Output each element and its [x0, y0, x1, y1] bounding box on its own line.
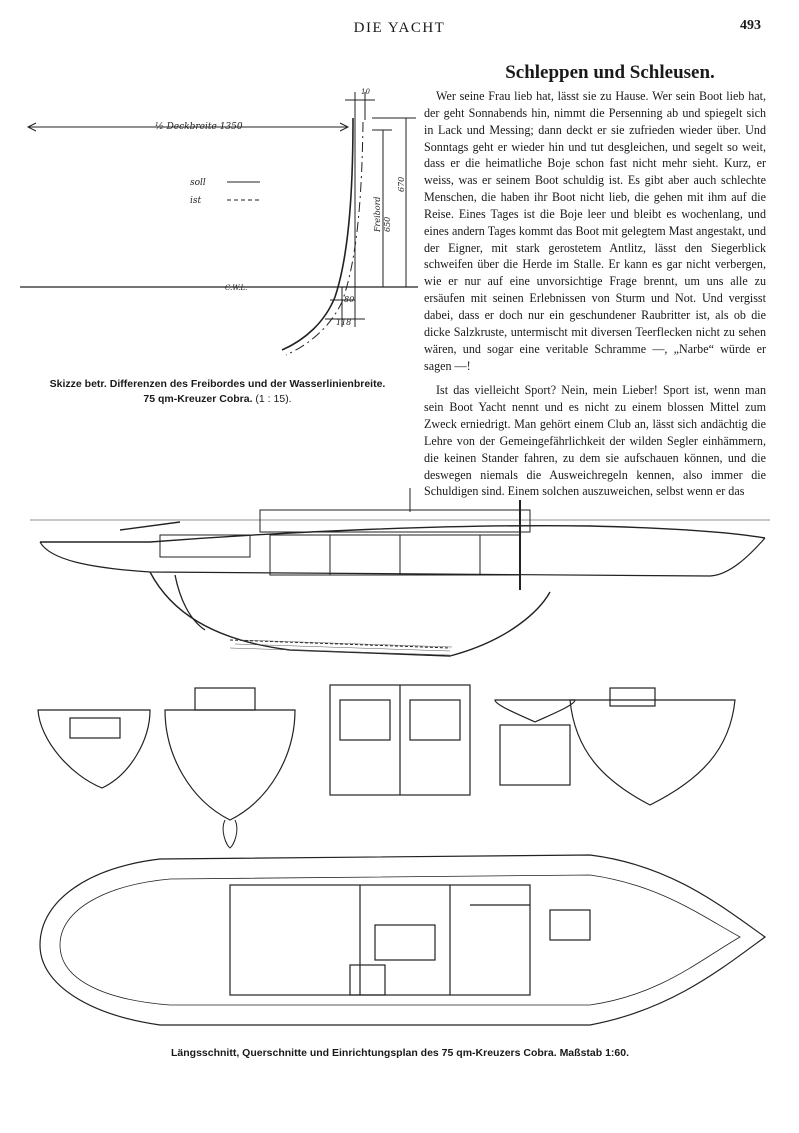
deck-width-arrow-left: [26, 122, 37, 132]
plans-caption: Längsschnitt, Querschnitte und Einrichtu…: [30, 1047, 770, 1059]
longitudinal-section: [30, 488, 770, 657]
dim-650-label: 650: [383, 217, 392, 232]
sketch-caption-scale: (1 : 15).: [255, 393, 292, 405]
article-paragraph-1: Wer seine Frau lieb hat, lässt sie zu Ha…: [424, 89, 766, 373]
freibord-label: Freibord: [373, 196, 382, 233]
stem-profile-soll: [281, 117, 354, 351]
dim-10-label: 10: [361, 88, 370, 96]
dim-670-label: 670: [397, 177, 406, 192]
cross-section-1: [37, 709, 151, 789]
sketch-caption-line1: Skizze betr. Differenzen des Freibordes …: [49, 378, 386, 390]
saloon-table: [374, 924, 436, 961]
cockpit-detail: [159, 534, 251, 558]
dim-80-label: 80: [344, 295, 354, 304]
article-paragraph-2: Ist das vielleicht Sport? Nein, mein Lie…: [424, 383, 766, 499]
bow-section-detail: [494, 699, 576, 723]
page-number: 493: [740, 18, 761, 33]
sketch-caption: Skizze betr. Differenzen des Freibordes …: [30, 377, 405, 407]
freeboard-sketch: ½ Deckbreite 1350 soll ist C.W.L. 10 80 …: [20, 88, 418, 356]
article-body: Wer seine Frau lieb hat, lässt sie zu Ha…: [424, 88, 766, 500]
cross-sections-row: [37, 684, 736, 849]
tiller: [119, 521, 181, 531]
dim-118-label: 118: [336, 318, 351, 327]
deck-sheer-line: [40, 524, 766, 543]
rudder: [174, 574, 206, 631]
stem-profile-ist: [285, 121, 364, 356]
deck-plan-hull-outline: [39, 854, 767, 1026]
soll-label: soll: [190, 178, 206, 188]
sketch-caption-line2: 75 qm-Kreuzer Cobra.: [143, 393, 253, 405]
running-header: DIE YACHT: [353, 20, 446, 36]
deck-plan: [39, 854, 767, 1026]
half-deck-width-label: ½ Deckbreite 1350: [155, 121, 243, 132]
cross-section-2: [164, 709, 296, 821]
deck-width-arrow-right: [339, 122, 350, 132]
plans-caption-scale: Maßstab 1:60.: [559, 1047, 630, 1059]
plans-caption-text: Längsschnitt, Querschnitte und Einrichtu…: [170, 1047, 557, 1059]
ist-label: ist: [190, 196, 201, 206]
article-title: Schleppen und Schleusen.: [505, 62, 715, 83]
cabin-layout: [229, 884, 531, 996]
cross-section-3: [569, 699, 736, 806]
hull-waterline-profile: [39, 537, 766, 577]
cwl-label: C.W.L.: [225, 284, 247, 292]
deckhouse: [259, 509, 531, 533]
